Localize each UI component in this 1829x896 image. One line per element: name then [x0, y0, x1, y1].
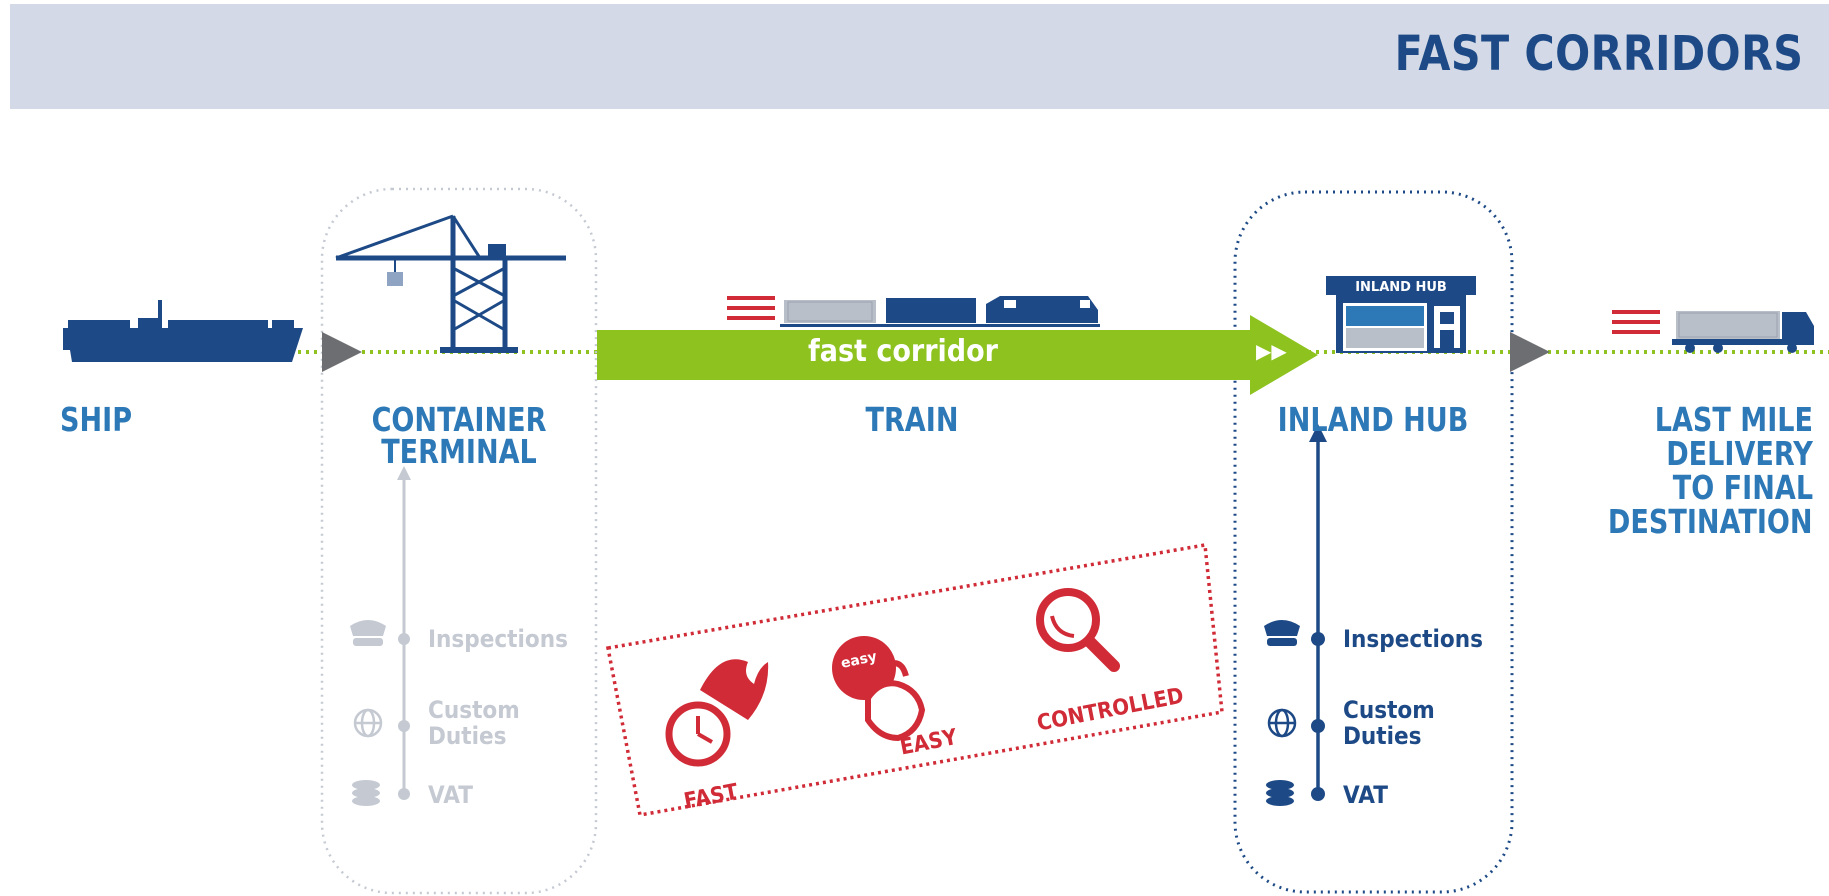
page-title: FAST CORRIDORS — [1394, 26, 1803, 82]
globe-icon — [1267, 708, 1297, 738]
terminal-inspections: Inspections — [428, 625, 568, 653]
hub-sign-text: INLAND HUB — [1355, 280, 1447, 295]
stopwatch-icon — [665, 659, 769, 767]
last-mile-label-1: LAST MILE — [1654, 400, 1813, 439]
fast-corridor-arrow — [597, 315, 1318, 395]
last-mile-label-4: DESTINATION — [1608, 502, 1813, 541]
last-mile-label-3: TO FINAL — [1672, 468, 1813, 507]
coins-icon — [1266, 780, 1294, 806]
coins-icon — [352, 780, 380, 806]
press-button-icon — [832, 636, 926, 742]
inland-hub-label: INLAND HUB — [1277, 400, 1469, 439]
double-chevron-icon: ▶▶ — [1256, 339, 1287, 363]
flow-arrow-2 — [1510, 332, 1550, 372]
train-label: TRAIN — [865, 400, 959, 439]
terminal-vat: VAT — [428, 781, 474, 809]
hub-vat: VAT — [1343, 781, 1389, 809]
train-icon — [727, 296, 1100, 327]
terminal-checklist-arrow — [397, 466, 411, 800]
police-cap-icon — [1264, 620, 1300, 646]
magnifier-icon — [1036, 588, 1120, 672]
ship-label: SHIP — [60, 400, 133, 439]
truck-icon — [1612, 310, 1814, 353]
globe-icon — [353, 708, 383, 738]
easy-button-text: easy — [840, 649, 879, 672]
ship-icon — [63, 300, 303, 362]
fast-corridor-label: fast corridor — [808, 334, 998, 369]
inland-hub-frame — [1233, 190, 1514, 894]
hub-custom-duties-2: Duties — [1343, 722, 1422, 750]
hub-checklist-arrow — [1309, 424, 1327, 801]
last-mile-label-2: DELIVERY — [1666, 434, 1813, 473]
container-terminal-label-2: TERMINAL — [381, 432, 537, 471]
container-terminal-label-1: CONTAINER — [371, 400, 547, 439]
flow-arrow-1 — [322, 332, 362, 372]
police-cap-icon — [350, 620, 386, 646]
inland-hub-building-icon — [1326, 276, 1476, 353]
hub-inspections: Inspections — [1343, 625, 1483, 653]
header-banner: FAST CORRIDORS — [10, 4, 1829, 109]
terminal-custom-duties-1: Custom — [428, 696, 520, 724]
crane-icon — [335, 214, 566, 353]
terminal-custom-duties-2: Duties — [428, 722, 507, 750]
container-terminal-frame — [320, 187, 598, 895]
hub-custom-duties-1: Custom — [1343, 696, 1435, 724]
benefits-frame — [605, 542, 1224, 818]
